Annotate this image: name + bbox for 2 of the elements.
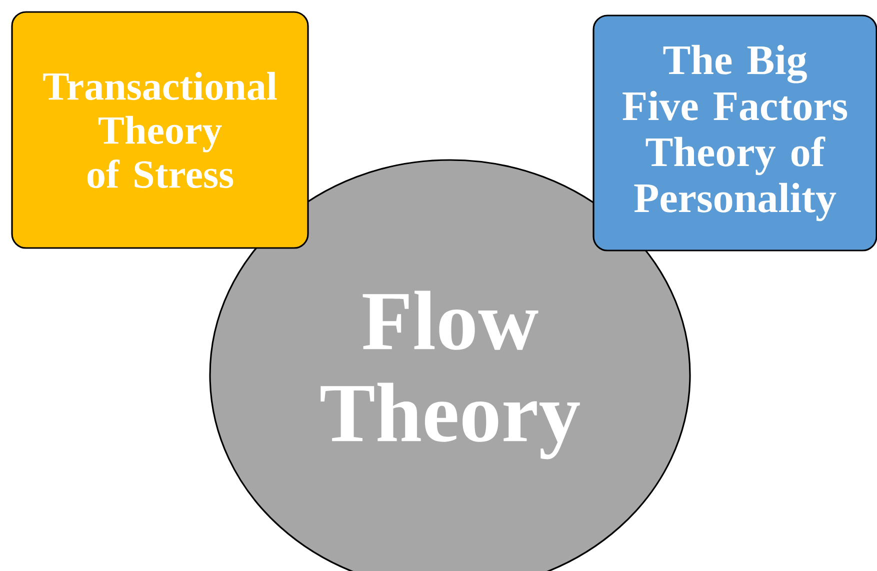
theory-box: Transactional Theory of Stress — [11, 11, 309, 249]
theory-box: The Big Five Factors Theory of Personality — [592, 14, 877, 252]
